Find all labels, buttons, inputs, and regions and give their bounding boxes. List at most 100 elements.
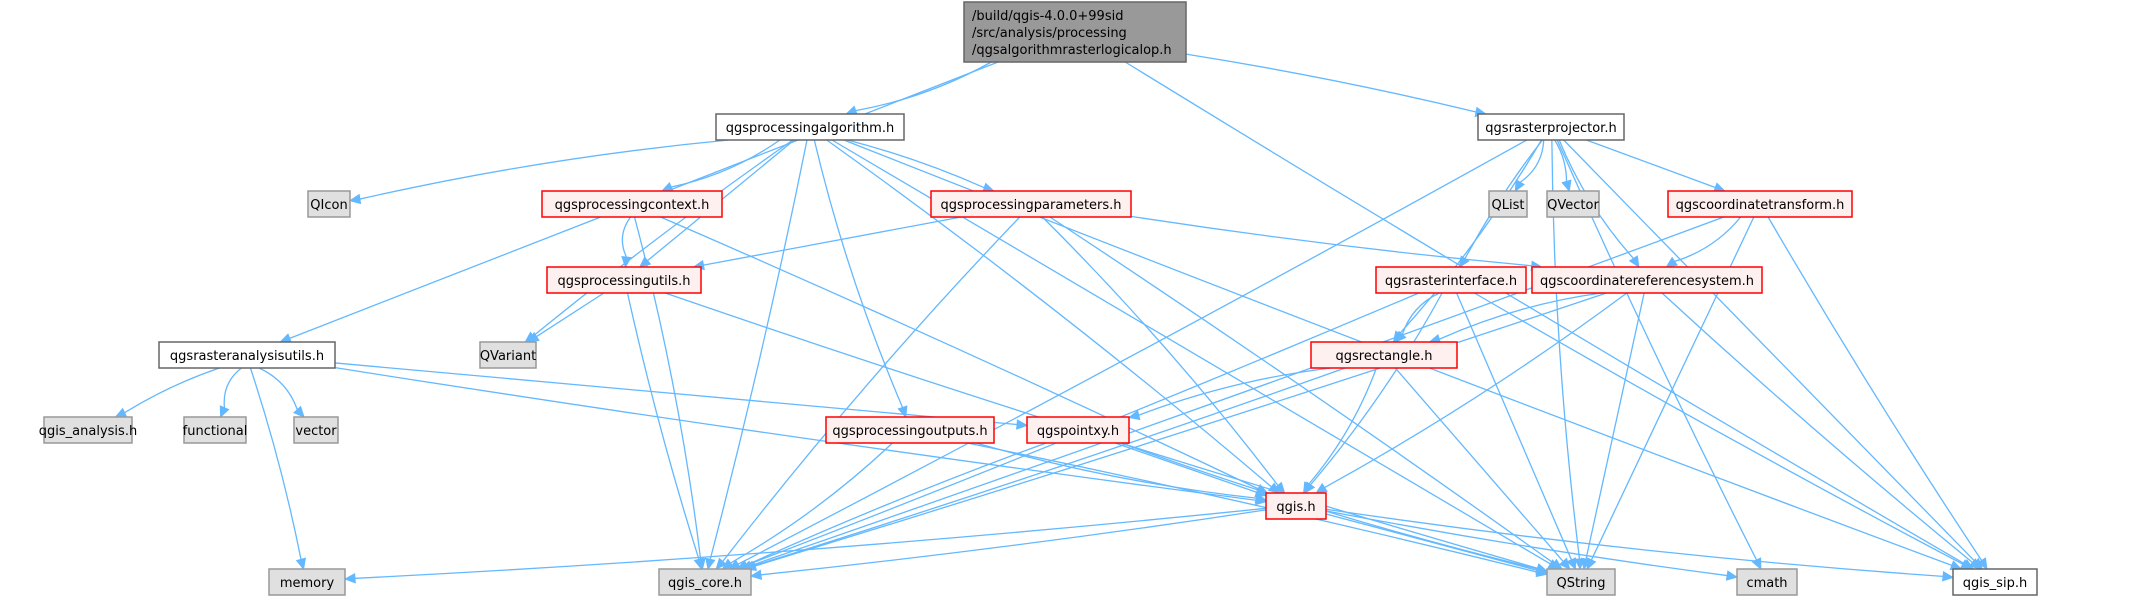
- edge-procparams-to-crs: [1130, 215, 1543, 271]
- edge-rasteriface-to-rectangle: [1394, 292, 1440, 343]
- node-label: qgsprocessingcontext.h: [555, 198, 710, 213]
- node-box: [541, 190, 723, 218]
- arrowhead-icon: [114, 407, 128, 418]
- node-vector: vector: [293, 416, 339, 444]
- node-root[interactable]: /build/qgis-4.0.0+99sid/src/analysis/pro…: [963, 1, 1187, 63]
- edge-line: [855, 61, 992, 112]
- edge-rasteranalysis-to-qgisanalysis: [114, 367, 220, 418]
- node-procparams[interactable]: qgsprocessingparameters.h: [930, 190, 1132, 218]
- edge-line: [258, 367, 298, 410]
- node-qlist: QList: [1488, 190, 1528, 218]
- edge-rectangle-to-qgis: [1302, 367, 1378, 495]
- edge-line: [745, 442, 1047, 566]
- node-box: [307, 190, 351, 218]
- arrowhead-icon: [1968, 558, 1981, 570]
- node-box: [1736, 568, 1798, 596]
- node-qgiscore: qgis_core.h: [658, 568, 752, 596]
- node-qvector: QVector: [1546, 190, 1600, 218]
- arrowhead-icon: [897, 405, 908, 419]
- edge-line: [753, 367, 1346, 567]
- node-label: qgsrasterprojector.h: [1485, 121, 1616, 136]
- edge-qgis-to-qgiscore: [749, 509, 1267, 580]
- edge-rasteranalysis-to-functional: [219, 367, 242, 419]
- edge-crs-to-rectangle: [1428, 292, 1602, 345]
- node-label: qgsrectangle.h: [1335, 349, 1432, 364]
- node-label: qgscoordinatetransform.h: [1676, 198, 1845, 213]
- node-qvariant: QVariant: [479, 341, 537, 369]
- edge-line: [1401, 292, 1440, 335]
- arrowhead-icon: [1302, 481, 1314, 495]
- edge-line: [722, 216, 1021, 562]
- edge-line: [1130, 215, 1532, 267]
- arrowhead-icon: [219, 405, 230, 419]
- node-box: [825, 416, 995, 444]
- edge-procalg-to-procoutputs: [813, 139, 908, 419]
- node-label: QIcon: [310, 198, 347, 213]
- edge-line: [1138, 367, 1332, 416]
- arrowhead-icon: [1514, 179, 1525, 193]
- node-box: [158, 341, 336, 369]
- node-qgissip[interactable]: qgis_sip.h: [1952, 568, 2038, 596]
- node-procalg[interactable]: qgsprocessingalgorithm.h: [715, 113, 905, 141]
- node-rectangle[interactable]: qgsrectangle.h: [1310, 341, 1458, 369]
- edge-line: [975, 442, 1257, 499]
- edge-procparams-to-qgiscore: [715, 216, 1021, 570]
- edge-rectangle-to-qstring: [1394, 367, 1571, 570]
- arrowhead-icon: [705, 557, 716, 571]
- edge-proccontext-to-procutils: [621, 216, 632, 269]
- node-rasterproj[interactable]: qgsrasterprojector.h: [1477, 113, 1625, 141]
- edge-line: [1325, 508, 1944, 578]
- edge-line: [1325, 513, 1538, 571]
- edge-line: [967, 442, 1538, 573]
- edge-line: [1324, 292, 1628, 489]
- arrowhead-icon: [721, 558, 735, 570]
- edge-line: [1115, 442, 1257, 493]
- node-rasteranalysis[interactable]: qgsrasteranalysisutils.h: [158, 341, 336, 369]
- node-proccontext[interactable]: qgsprocessingcontext.h: [541, 190, 723, 218]
- edge-rasteranalysis-to-vector: [258, 367, 305, 418]
- node-procoutputs[interactable]: qgsprocessingoutputs.h: [825, 416, 995, 444]
- edge-rasteriface-to-qgissip: [1474, 292, 1973, 570]
- node-label: qgsprocessingparameters.h: [940, 198, 1121, 213]
- node-pointxy[interactable]: qgspointxy.h: [1026, 416, 1130, 444]
- arrowhead-icon: [749, 569, 763, 580]
- arrowhead-icon: [343, 573, 356, 584]
- node-label: qgis.h: [1276, 500, 1315, 515]
- node-procutils[interactable]: qgsprocessingutils.h: [546, 266, 702, 294]
- node-box: [1026, 416, 1130, 444]
- node-qgis[interactable]: qgis.h: [1265, 492, 1327, 520]
- edge-procoutputs-to-qgiscore: [721, 442, 893, 570]
- edges-layer: [114, 53, 1988, 584]
- arrowhead-icon: [1561, 179, 1572, 193]
- edge-coordtransform-to-qgissip: [1767, 216, 1988, 571]
- arrowhead-icon: [1976, 557, 1988, 571]
- edge-procalg-to-qicon: [348, 139, 729, 205]
- edge-line: [730, 442, 893, 564]
- node-box: [43, 416, 133, 444]
- edge-line: [754, 292, 1607, 567]
- arrowhead-icon: [1725, 570, 1739, 581]
- arrowhead-icon: [1535, 565, 1549, 576]
- arrowhead-icon: [1273, 481, 1286, 494]
- node-label: qgsprocessingalgorithm.h: [726, 121, 894, 136]
- arrowhead-icon: [1941, 571, 1955, 582]
- node-label: /build/qgis-4.0.0+99sid: [972, 9, 1123, 24]
- arrowhead-icon: [1458, 255, 1470, 269]
- arrowhead-icon: [638, 256, 652, 268]
- edge-line: [1585, 292, 1645, 560]
- node-label: qgscoordinatereferencesystem.h: [1540, 274, 1754, 289]
- arrowhead-icon: [1127, 409, 1141, 421]
- node-label: functional: [183, 424, 248, 439]
- arrowhead-icon: [1566, 557, 1577, 571]
- node-label: QVariant: [480, 349, 536, 364]
- edge-procutils-to-qvariant: [527, 292, 605, 343]
- node-rasteriface[interactable]: qgsrasterinterface.h: [1375, 266, 1527, 294]
- edge-line: [124, 367, 220, 414]
- arrowhead-icon: [1580, 557, 1592, 571]
- node-crs[interactable]: qgscoordinatereferencesystem.h: [1531, 266, 1763, 294]
- node-coordtransform[interactable]: qgscoordinatetransform.h: [1667, 190, 1853, 218]
- node-box: [715, 113, 905, 141]
- edge-line: [1394, 367, 1564, 562]
- edge-procalg-to-qgiscore: [705, 139, 808, 571]
- arrowhead-icon: [1628, 255, 1640, 269]
